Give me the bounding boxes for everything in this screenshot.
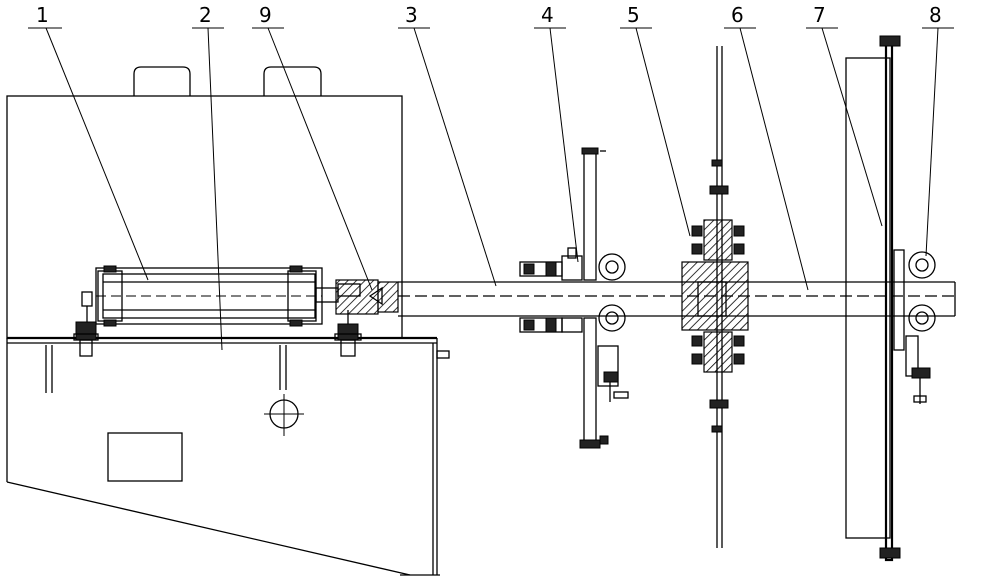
fitting-right [334,310,362,357]
hub-flange [681,46,749,548]
callout-6: 6 [731,3,744,27]
callout-8: 8 [929,3,942,27]
callout-1: 1 [36,3,49,27]
coupling [335,279,399,315]
callout-4: 4 [541,3,554,27]
fitting-left [73,291,99,357]
callout-5: 5 [627,3,640,27]
callout-7: 7 [813,3,826,27]
callout-9: 9 [259,3,272,27]
callout-numbers: 1 2 9 3 4 5 6 7 8 [36,3,942,27]
handle-right [263,66,322,96]
main-shaft [398,281,956,317]
cylinder [95,265,339,327]
callout-3: 3 [405,3,418,27]
leader-lines [28,27,954,351]
side-plate [845,35,901,562]
handle-left [133,66,191,96]
bearing-support-4 [519,147,629,449]
callout-2: 2 [199,3,212,27]
frame-base [6,336,450,576]
bearing-support-8 [893,249,936,404]
frame-window [107,432,183,482]
